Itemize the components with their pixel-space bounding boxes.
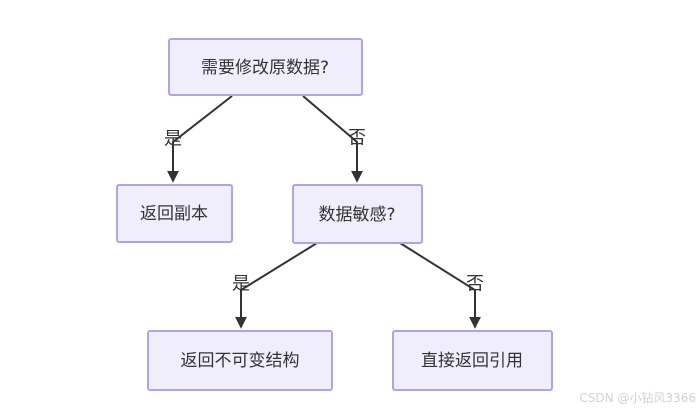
node-return-immutable-label: 返回不可变结构: [181, 351, 300, 371]
node-question-modify-data-box: [168, 38, 363, 96]
edge-label-yes-2: 是: [232, 274, 250, 295]
edge-q1-q2-connector: [302, 95, 363, 183]
node-return-immutable-box: [147, 330, 333, 391]
node-return-reference: 直接返回引用: [392, 330, 553, 391]
node-return-copy-label: 返回副本: [140, 204, 208, 224]
edge-q2-a3-connector: [399, 242, 481, 329]
node-return-immutable: 返回不可变结构: [147, 330, 333, 391]
edge-label-yes-1: 是: [164, 129, 182, 150]
edge-label-no-2: 否: [466, 274, 484, 295]
node-question-modify-data: 需要修改原数据?: [168, 38, 363, 96]
watermark-text: CSDN @小钻风3366: [579, 390, 696, 405]
node-question-data-sensitive-box: [292, 184, 423, 244]
node-return-copy: 返回副本: [116, 184, 233, 243]
node-question-data-sensitive: 数据敏感?: [292, 184, 423, 244]
edge-q2-a2-connector: [235, 242, 318, 329]
node-question-modify-data-label: 需要修改原数据?: [201, 58, 329, 78]
node-return-reference-box: [392, 330, 553, 391]
node-return-reference-label: 直接返回引用: [421, 351, 523, 371]
node-return-copy-box: [116, 184, 233, 243]
edge-group: [167, 95, 481, 329]
node-question-data-sensitive-label: 数据敏感?: [318, 205, 395, 225]
node-group: 需要修改原数据? 返回副本 数据敏感? 返回不可变结构 直接返回引用: [116, 38, 553, 391]
edge-q1-a1-connector: [167, 95, 233, 183]
edge-label-no-1: 否: [348, 128, 366, 149]
edge-label-group: 是 否 是 否: [164, 128, 484, 295]
